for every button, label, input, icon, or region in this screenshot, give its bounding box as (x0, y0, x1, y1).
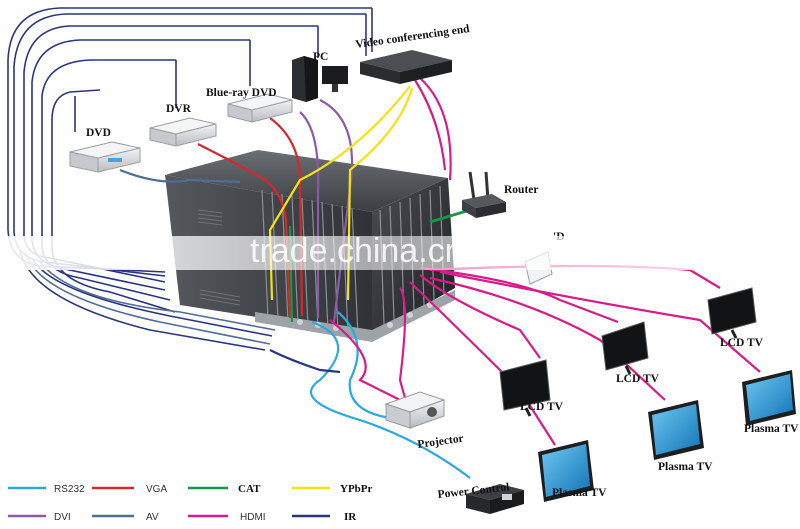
plasma-tv-3-label: Plasma TV (744, 423, 799, 435)
dvr-device (149, 117, 217, 147)
lcd-tv-1-label: LCD TV (520, 401, 564, 413)
watermark: trade.china.cn (250, 232, 464, 270)
video-conferencing-unit (360, 50, 452, 84)
output-cables (269, 264, 761, 479)
ir-av-cable-loops (7, 7, 373, 351)
projector-device (384, 391, 446, 429)
legend-label-cat: CAT (238, 483, 261, 495)
pc-label: PC (313, 51, 328, 63)
projector-label: Projector (417, 433, 465, 451)
lcd-tv-2 (601, 321, 649, 375)
legend-label-ir: IR (344, 511, 357, 523)
legend: RS232 VGA CAT YPbPr DVI AV HDMI IR (8, 483, 373, 523)
legend-label-ypbpr: YPbPr (340, 483, 373, 495)
fade-band (0, 236, 800, 270)
plasma-tv-1-label: Plasma TV (552, 487, 607, 499)
router-device (462, 171, 506, 218)
legend-label-vga: VGA (146, 484, 167, 495)
lcd-tv-3 (707, 287, 757, 339)
lcd-tv-1 (499, 359, 551, 417)
input-cables (119, 77, 471, 323)
legend-label-rs232: RS232 (54, 484, 85, 495)
plasma-tv-2 (648, 400, 704, 460)
legend-label-dvi: DVI (54, 512, 71, 523)
legend-label-av: AV (146, 512, 159, 523)
power-control-device (466, 484, 524, 514)
lcd-tv-2-label: LCD TV (616, 373, 660, 385)
router-label: Router (504, 184, 539, 196)
bluray-label: Blue-ray DVD (206, 87, 277, 99)
dvd-player (69, 141, 141, 173)
lcd-tv-3-label: LCD TV (720, 337, 764, 349)
dvr-label: DVR (166, 103, 192, 115)
legend-label-hdmi: HDMI (240, 512, 266, 523)
pc-tower (292, 56, 348, 102)
bluray-player (227, 93, 293, 123)
dvd-label: DVD (86, 127, 111, 139)
plasma-tv-3 (742, 370, 796, 426)
plasma-tv-2-label: Plasma TV (658, 461, 713, 473)
plasma-tv-1 (538, 440, 594, 502)
